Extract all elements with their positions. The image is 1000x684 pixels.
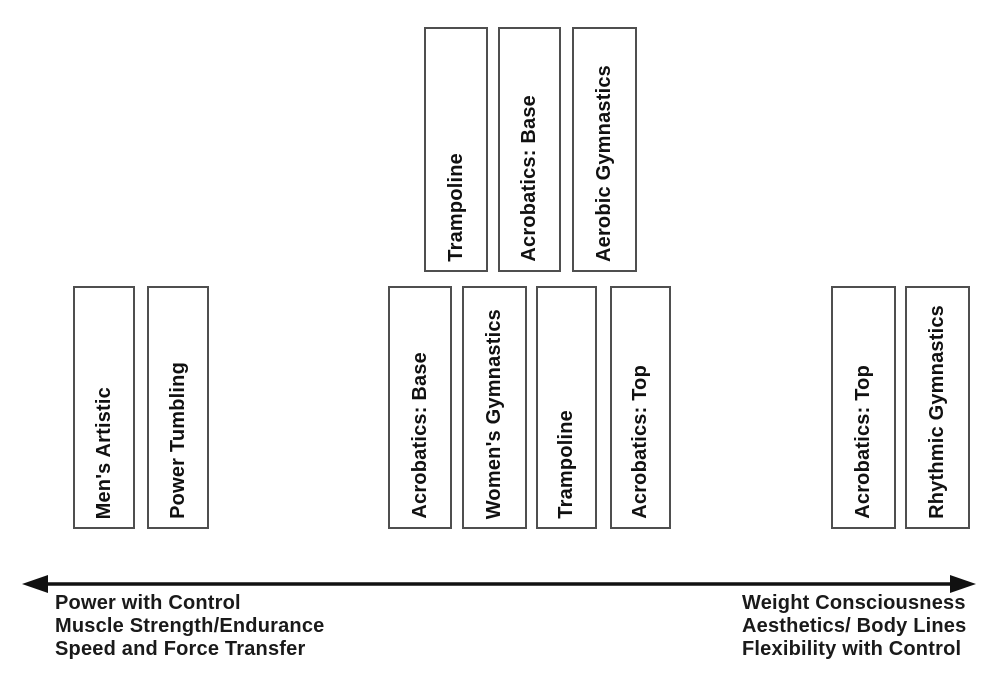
box-top-aerobic-gymnastics: Aerobic Gymnastics	[572, 27, 637, 272]
box-label: Acrobatics: Top	[852, 365, 874, 519]
axis-left-descriptors: Power with Control Muscle Strength/Endur…	[55, 592, 325, 661]
box-label: Trampoline	[444, 153, 467, 262]
spectrum-axis-arrow-icon	[22, 575, 976, 593]
axis-left-line-1: Power with Control	[55, 592, 241, 614]
arrow-left-head-icon	[22, 575, 48, 593]
box-label: Rhythmic Gymnastics	[926, 305, 948, 519]
box-center-trampoline: Trampoline	[536, 286, 597, 529]
box-label: Women's Gymnastics	[483, 308, 505, 519]
box-top-trampoline: Trampoline	[424, 27, 488, 272]
axis-right-line-1: Weight Consciousness	[742, 592, 966, 614]
box-rhythmic-gymnastics: Rhythmic Gymnastics	[905, 286, 970, 529]
box-right-acrobatics-top: Acrobatics: Top	[831, 286, 896, 529]
box-center-acrobatics-top: Acrobatics: Top	[610, 286, 671, 529]
box-power-tumbling: Power Tumbling	[147, 286, 209, 529]
box-label: Trampoline	[555, 410, 577, 519]
box-mens-artistic: Men's Artistic	[73, 286, 135, 529]
box-label: Acrobatics: Base	[408, 352, 431, 519]
box-top-acrobatics-base: Acrobatics: Base	[498, 27, 561, 272]
arrow-right-head-icon	[950, 575, 976, 593]
box-label: Acrobatics: Base	[518, 95, 540, 262]
axis-right-descriptors: Weight Consciousness Aesthetics/ Body Li…	[742, 592, 966, 661]
box-label: Men's Artistic	[92, 386, 115, 519]
box-label: Aerobic Gymnastics	[593, 64, 615, 262]
box-label: Acrobatics: Top	[629, 365, 651, 519]
axis-left-line-3: Speed and Force Transfer	[55, 638, 306, 660]
axis-right-line-3: Flexibility with Control	[742, 638, 962, 660]
axis-right-line-2: Aesthetics/ Body Lines	[742, 615, 967, 637]
box-center-acrobatics-base: Acrobatics: Base	[388, 286, 452, 529]
box-womens-gymnastics: Women's Gymnastics	[462, 286, 527, 529]
axis-left-line-2: Muscle Strength/Endurance	[55, 615, 325, 637]
box-label: Power Tumbling	[166, 362, 189, 519]
